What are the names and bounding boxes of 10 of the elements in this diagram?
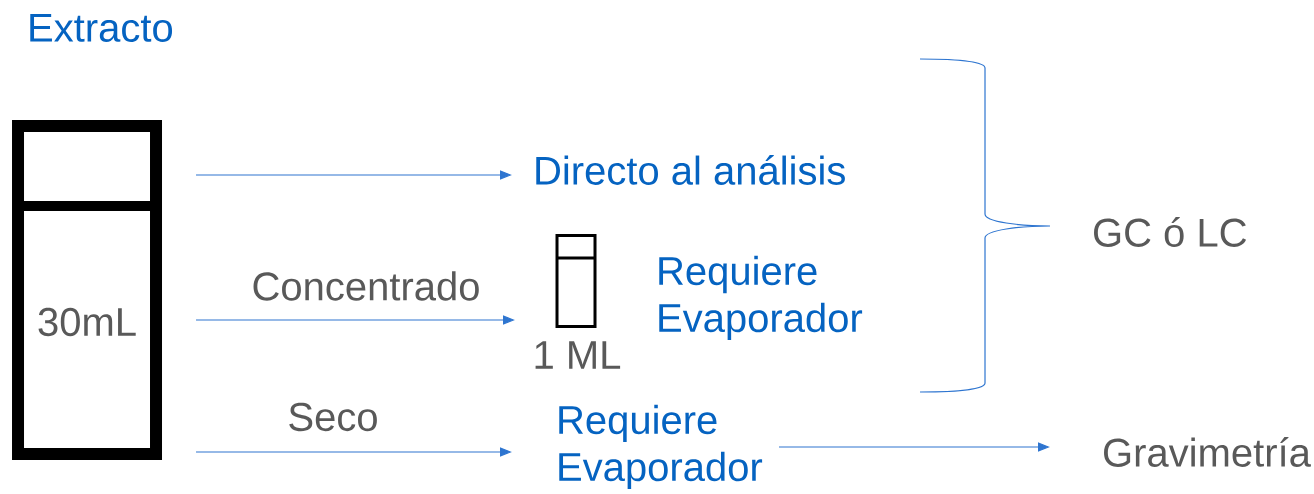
volume-label: 30mL — [38, 307, 136, 337]
edge-label: Concentrado — [250, 270, 482, 302]
result-text: GC ó LC — [1094, 217, 1247, 247]
note-text: Requiere Evaporador — [659, 255, 863, 341]
result-text: Directo al análisis — [536, 155, 845, 185]
edge-label: Seco — [286, 401, 380, 433]
result-text: Gravimetría — [1104, 437, 1311, 467]
step-text: Requiere Evaporador — [559, 404, 763, 490]
volume-label: 1 ML — [535, 341, 621, 369]
heading: Extracto — [30, 14, 173, 42]
